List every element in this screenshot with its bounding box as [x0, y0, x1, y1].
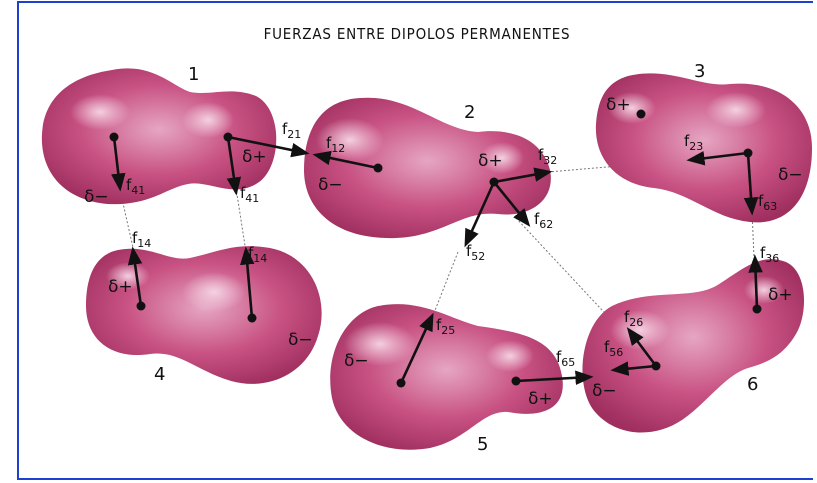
charge-6-neg: δ− [592, 381, 617, 401]
dot-3-pos [637, 110, 646, 119]
molecule-number-4: 4 [154, 364, 165, 385]
label-f62: f62 [534, 210, 553, 231]
charge-3-neg: δ− [778, 165, 803, 185]
charge-1-neg: δ− [84, 187, 109, 207]
charge-6-pos: δ+ [768, 285, 793, 305]
label-f32: f32 [538, 146, 557, 167]
charge-5-pos: δ+ [528, 389, 553, 409]
molecule-number-2: 2 [464, 102, 475, 123]
molecule-4 [86, 246, 322, 384]
charge-2-neg: δ− [318, 175, 343, 195]
molecule-number-6: 6 [747, 374, 758, 395]
molecule-2 [304, 98, 551, 238]
charge-3-pos: δ+ [606, 95, 631, 115]
label-f14-left: f14 [132, 229, 151, 250]
label-f21: f21 [282, 120, 301, 141]
molecule-number-1: 1 [188, 64, 199, 85]
label-f65: f65 [556, 348, 575, 369]
line-2-5 [432, 252, 458, 318]
molecule-1-highlight-2 [70, 94, 130, 130]
molecule-1-highlight [182, 102, 234, 138]
label-f36: f36 [760, 244, 779, 265]
label-f52: f52 [466, 242, 485, 263]
charge-5-neg: δ− [344, 351, 369, 371]
charge-1-pos: δ+ [242, 147, 267, 167]
charge-4-pos: δ+ [108, 277, 133, 297]
molecule-3-highlight-2 [706, 92, 766, 128]
charge-2-pos: δ+ [478, 151, 503, 171]
label-f41-right: f41 [240, 184, 259, 205]
charge-4-neg: δ− [288, 330, 313, 350]
molecule-4-highlight-2 [182, 272, 246, 312]
molecule-number-5: 5 [477, 434, 488, 455]
molecule-5-highlight-2 [486, 340, 534, 372]
molecule-number-3: 3 [694, 61, 705, 82]
